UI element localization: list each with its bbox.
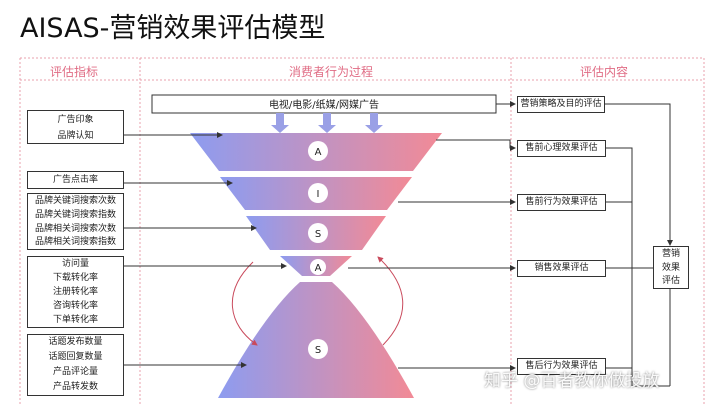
- metric-item: 品牌认知: [57, 131, 94, 141]
- metric-item: 品牌关键词搜索指数: [34, 210, 116, 220]
- stage-node-attention: [308, 141, 328, 161]
- summary-line: 评估: [661, 276, 680, 286]
- metric-box-attention: 广告印象 品牌认知: [27, 110, 124, 144]
- metric-item: 话题回复数量: [48, 352, 103, 362]
- metric-item: 广告点击率: [52, 175, 98, 185]
- stage-label-interest: I: [317, 189, 320, 200]
- metric-item: 下载转化率: [52, 273, 98, 283]
- metric-item: 产品转发数: [52, 382, 98, 392]
- metric-box-action: 访问量 下载转化率 注册转化率 咨询转化率 下单转化率: [27, 256, 124, 328]
- stage-node-search: [308, 223, 328, 243]
- feedback-arc-left: [231, 261, 258, 346]
- stage-label-action: A: [315, 263, 322, 274]
- metric-item: 咨询转化率: [52, 301, 98, 311]
- watermark: 知乎 @百者教你做投放: [484, 371, 660, 391]
- summary-link-1: [606, 147, 670, 387]
- summary-link-top: [605, 103, 673, 246]
- eval-box-pre-sale-mind: 售前心理效果评估: [517, 140, 606, 157]
- stage-node-interest: [308, 183, 328, 203]
- metric-item: 产品评论量: [52, 367, 98, 377]
- metric-item: 话题发布数量: [48, 337, 103, 347]
- summary-line: 效果: [661, 263, 680, 273]
- right-connector-1: [436, 139, 516, 151]
- feedback-arc-right: [377, 256, 404, 346]
- metric-item: 广告印象: [57, 115, 94, 125]
- media-arrow-3: [365, 113, 383, 133]
- metric-item: 注册转化率: [52, 287, 98, 297]
- page-title: AISAS-营销效果评估模型: [20, 13, 326, 44]
- metric-box-share: 话题发布数量 话题回复数量 产品评论量 产品转发数: [27, 334, 124, 396]
- metric-item: 下单转化率: [52, 315, 98, 325]
- media-label: 电视/电影/纸媒/网媒广告: [269, 98, 379, 111]
- left-connectors: [124, 132, 287, 368]
- metric-box-interest: 广告点击率: [27, 171, 124, 189]
- stage-label-attention: A: [315, 147, 322, 158]
- header-metrics: 评估指标: [50, 65, 99, 79]
- media-arrows: [271, 113, 383, 133]
- media-arrow-1: [271, 113, 289, 133]
- media-arrow-2: [318, 113, 336, 133]
- eval-box-strategy: 营销策略及目的评估: [517, 96, 605, 113]
- header-behavior: 消费者行为过程: [289, 65, 374, 79]
- stage-label-share: S: [315, 345, 321, 356]
- eval-box-sales: 销售效果评估: [517, 260, 606, 277]
- header-content: 评估内容: [580, 65, 629, 79]
- stage-node-share: [308, 339, 328, 359]
- summary-box: 营销 效果 评估: [653, 246, 689, 289]
- metric-item: 品牌相关词搜索次数: [34, 224, 116, 234]
- column-dividers: [19, 57, 705, 406]
- metric-item: 品牌相关词搜索指数: [34, 237, 116, 247]
- summary-line: 营销: [661, 249, 680, 259]
- stage-node-action: [310, 259, 326, 275]
- metric-item: 访问量: [61, 259, 89, 269]
- metric-item: 品牌关键词搜索次数: [34, 196, 116, 206]
- stage-label-search: S: [315, 229, 321, 240]
- eval-box-post-sale: 售后行为效果评估: [517, 358, 606, 375]
- right-connectors: [348, 101, 673, 387]
- metric-box-search: 品牌关键词搜索次数 品牌关键词搜索指数 品牌相关词搜索次数 品牌相关词搜索指数: [27, 193, 124, 250]
- eval-box-pre-sale-behavior: 售前行为效果评估: [517, 194, 606, 211]
- stage-nodes: A I S A S: [308, 141, 328, 359]
